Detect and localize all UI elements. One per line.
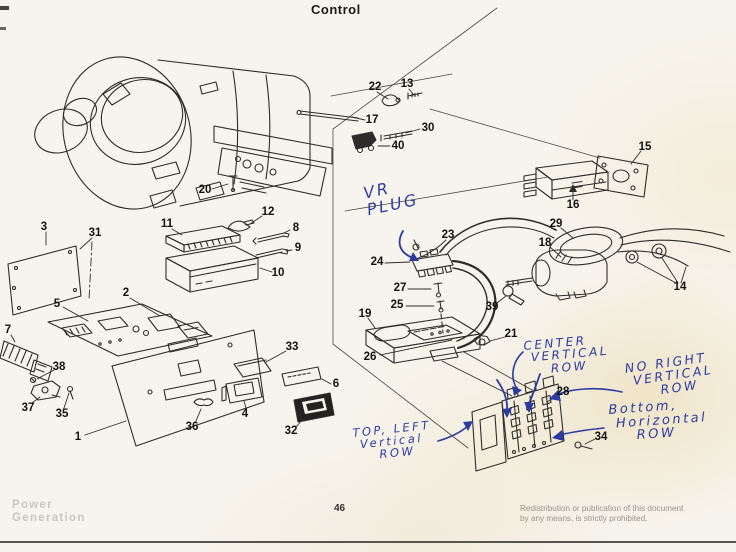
scan-artifact xyxy=(0,6,9,10)
copyright-notice: Redistribution or publication of this do… xyxy=(520,504,684,523)
callout-21: 21 xyxy=(504,328,518,340)
callout-15: 15 xyxy=(638,141,652,153)
callout-38: 38 xyxy=(52,361,66,373)
callout-27: 27 xyxy=(393,282,407,294)
left-side-parts xyxy=(0,219,290,401)
callout-5: 5 xyxy=(53,298,61,310)
callout-7: 7 xyxy=(4,324,12,336)
callout-37: 37 xyxy=(21,402,35,414)
callout-39: 39 xyxy=(485,301,499,313)
bell-housing-drawing xyxy=(34,56,333,210)
callout-32: 32 xyxy=(284,425,298,437)
scan-artifact xyxy=(0,27,6,30)
projection-lines xyxy=(330,7,601,449)
callout-25: 25 xyxy=(390,299,404,311)
handwriting-bottom-horizontal-row: Bottom, Horizontal ROW xyxy=(607,398,708,445)
blue-ink-arrows xyxy=(398,230,623,442)
callout-9: 9 xyxy=(294,242,302,254)
callout-4: 4 xyxy=(241,408,249,420)
page-title: Control xyxy=(311,2,361,17)
callout-8: 8 xyxy=(292,222,300,234)
callout-16: 16 xyxy=(566,199,580,211)
callout-26: 26 xyxy=(363,351,377,363)
callout-29: 29 xyxy=(549,218,563,230)
plug-and-tray-parts xyxy=(365,217,557,397)
callout-2: 2 xyxy=(122,287,130,299)
callout-23: 23 xyxy=(441,229,455,241)
callout-10: 10 xyxy=(271,267,285,279)
callout-11: 11 xyxy=(160,218,174,230)
top-hardware-parts xyxy=(296,92,423,154)
mounting-panel-and-switches xyxy=(111,329,335,447)
callout-36: 36 xyxy=(185,421,199,433)
callout-30: 30 xyxy=(421,122,435,134)
callout-1: 1 xyxy=(74,431,82,443)
callout-18: 18 xyxy=(538,237,552,249)
power-generation-logo: Power Generation xyxy=(12,499,86,524)
callout-14: 14 xyxy=(673,281,687,293)
callout-34: 34 xyxy=(594,431,608,443)
callout-28: 28 xyxy=(556,386,570,398)
callout-22: 22 xyxy=(368,81,382,93)
footer-divider xyxy=(0,541,736,543)
page-number: 46 xyxy=(334,503,346,514)
callout-12: 12 xyxy=(261,206,275,218)
callout-13: 13 xyxy=(400,78,414,90)
callout-24: 24 xyxy=(370,256,384,268)
callout-31: 31 xyxy=(88,227,102,239)
callout-33: 33 xyxy=(285,341,299,353)
callout-19: 19 xyxy=(358,308,372,320)
handwriting-center-vertical-row: CENTER VERTICAL ROW xyxy=(522,333,610,378)
callout-35: 35 xyxy=(55,408,69,420)
callout-20: 20 xyxy=(198,184,212,196)
right-side-parts xyxy=(502,155,731,306)
callout-40: 40 xyxy=(391,140,405,152)
callout-leader-lines xyxy=(10,88,687,445)
callout-3: 3 xyxy=(40,221,48,233)
callout-17: 17 xyxy=(365,114,379,126)
callout-6: 6 xyxy=(332,378,340,390)
